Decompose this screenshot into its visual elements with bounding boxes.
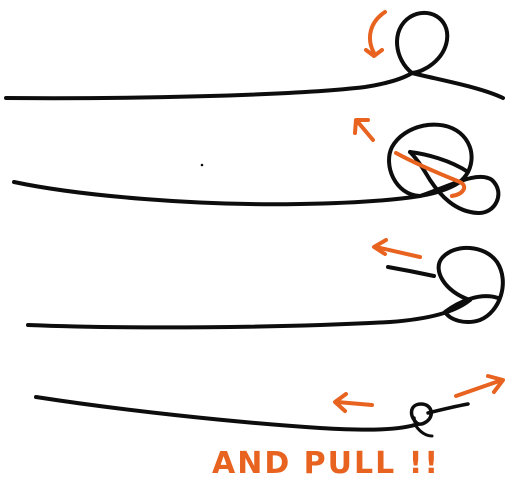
arrow-up-left-icon <box>355 119 375 142</box>
caption-text: AND PULL !! <box>212 446 440 481</box>
arrow-left-icon-head <box>372 238 388 256</box>
stray-dot <box>200 163 204 167</box>
step-4-rope-tail <box>426 402 470 415</box>
curved-arrow-down-icon <box>368 10 387 55</box>
arrow-left-icon <box>374 245 422 259</box>
step-3-second-pass <box>26 238 505 330</box>
step-1-loop <box>395 10 505 100</box>
step-3-rope-end <box>386 265 436 278</box>
step-4-pull-tight <box>34 374 505 438</box>
step-2-loops <box>387 122 501 215</box>
step-4-rope-tail-2 <box>414 424 434 438</box>
arrow-up-left-icon-head <box>353 118 370 135</box>
step-1-rope <box>4 71 414 101</box>
step-2-guide-stroke <box>394 151 467 198</box>
step-1-make-loop <box>4 10 505 101</box>
step-3-loop <box>436 245 505 324</box>
step-3-rope <box>26 298 472 330</box>
curved-arrow-down-icon-head <box>364 48 384 58</box>
step-2-rope <box>12 180 422 207</box>
step-2-pass-end-through <box>12 118 501 215</box>
step-2-rope-end <box>408 150 470 174</box>
step-4-rope <box>34 395 420 432</box>
arrow-right-icon <box>454 378 504 398</box>
arrow-left-icon-head <box>333 392 348 413</box>
arrow-left-icon <box>335 400 374 407</box>
arrow-right-icon-head <box>486 374 505 394</box>
